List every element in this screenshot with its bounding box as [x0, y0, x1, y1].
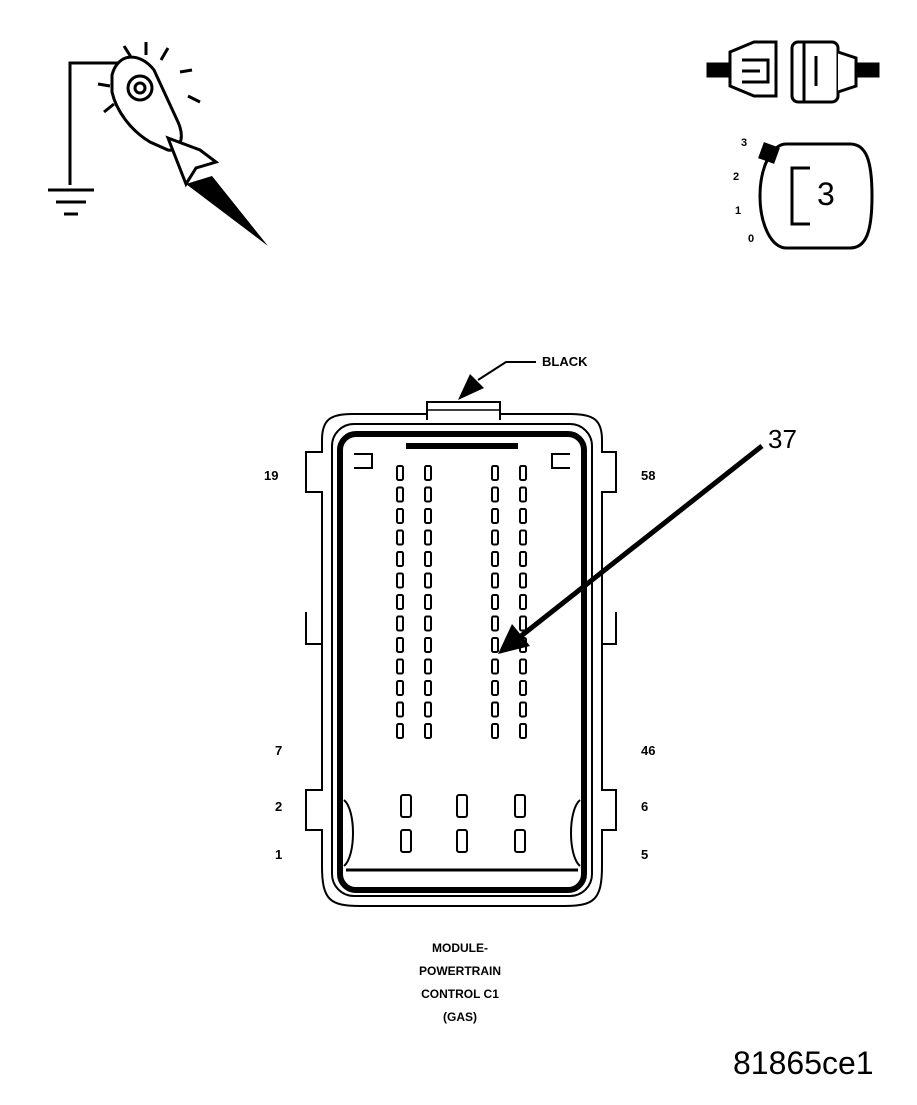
signal-pin-cavity — [424, 594, 432, 610]
signal-pin-cavity — [424, 701, 432, 718]
power-pin-cavity — [400, 829, 412, 853]
signal-pin-cavity — [519, 615, 527, 632]
signal-pin-cavity — [396, 465, 404, 481]
caption-line-3: CONTROL C1 — [421, 987, 499, 1001]
signal-pin-cavity — [396, 508, 404, 524]
signal-pin-cavity — [491, 680, 499, 696]
signal-pin-cavity — [396, 680, 404, 696]
housing-color-label: BLACK — [542, 354, 588, 369]
signal-pin-cavity — [396, 486, 404, 503]
signal-pin-cavity — [424, 529, 432, 546]
power-pin-cavity — [400, 794, 412, 818]
ignition-position-1: 1 — [735, 205, 742, 217]
signal-pin-cavity — [491, 465, 499, 481]
signal-pin-cavity — [519, 723, 527, 739]
black-color-leader — [458, 361, 536, 400]
signal-pin-cavity — [519, 508, 527, 524]
signal-pin-cavity — [396, 723, 404, 739]
ignition-position-2: 2 — [733, 171, 740, 183]
power-pin-cavity — [456, 829, 468, 853]
pin-label-58: 58 — [641, 468, 656, 483]
signal-pin-cavity — [519, 551, 527, 567]
signal-pin-cavity — [424, 486, 432, 503]
signal-pin-cavity — [424, 508, 432, 524]
ignition-selected-position: 3 — [817, 176, 835, 212]
power-pin-cavity — [514, 794, 526, 818]
signal-pin-cavity — [491, 486, 499, 503]
signal-pin-cavity — [519, 486, 527, 503]
signal-pin-cavity — [424, 551, 432, 567]
figure-id: 81865ce1 — [733, 1045, 874, 1081]
signal-pin-cavity — [491, 529, 499, 546]
signal-pin-cavity — [519, 658, 527, 675]
pin-label-6: 6 — [641, 799, 649, 814]
signal-pin-cavity — [396, 701, 404, 718]
pin-callout-label: 37 — [768, 424, 797, 454]
power-pin-cavity — [514, 829, 526, 853]
signal-pin-cavity — [424, 658, 432, 675]
signal-pin-cavity — [491, 658, 499, 675]
signal-pin-cavity — [491, 572, 499, 589]
signal-pin-cavity — [519, 680, 527, 696]
signal-pin-cavity — [424, 680, 432, 696]
ignition-switch-position-3-icon — [758, 142, 874, 250]
signal-pin-cavity — [491, 594, 499, 610]
signal-pin-cavity — [424, 615, 432, 632]
caption-line-4: (GAS) — [443, 1010, 477, 1024]
signal-pin-cavity — [491, 551, 499, 567]
signal-pin-cavity — [491, 637, 499, 653]
signal-pin-cavity — [491, 723, 499, 739]
pin-label-7: 7 — [275, 743, 283, 758]
signal-pin-cavity — [424, 572, 432, 589]
connector-caption: MODULE- POWERTRAIN CONTROL C1 (GAS) — [360, 937, 560, 1029]
pin-label-2: 2 — [275, 799, 283, 814]
pin-label-5: 5 — [641, 847, 649, 862]
signal-pin-cavity — [519, 529, 527, 546]
signal-pin-cavity — [519, 465, 527, 481]
connector-c1-housing — [305, 401, 617, 907]
signal-pin-cavity — [491, 701, 499, 718]
signal-pin-cavity — [424, 723, 432, 739]
disconnect-connector-icon — [706, 40, 880, 104]
signal-pin-cavity — [396, 551, 404, 567]
pin-label-1: 1 — [275, 847, 283, 862]
signal-pin-cavity — [396, 572, 404, 589]
signal-pin-cavity — [396, 615, 404, 632]
signal-pin-cavity — [519, 594, 527, 610]
ignition-position-3: 3 — [741, 137, 748, 149]
test-light-to-ground-icon — [48, 42, 268, 246]
connector-pin-grid — [396, 465, 527, 853]
signal-pin-cavity — [396, 637, 404, 653]
signal-pin-cavity — [424, 465, 432, 481]
signal-pin-cavity — [491, 508, 499, 524]
pin-label-19: 19 — [264, 468, 279, 483]
signal-pin-cavity — [424, 637, 432, 653]
signal-pin-cavity — [396, 529, 404, 546]
signal-pin-cavity — [396, 658, 404, 675]
power-pin-cavity — [456, 794, 468, 818]
signal-pin-cavity — [491, 615, 499, 632]
pin-37-callout-arrow — [498, 444, 764, 654]
signal-pin-cavity — [519, 701, 527, 718]
signal-pin-cavity — [396, 594, 404, 610]
caption-line-2: POWERTRAIN — [419, 964, 501, 978]
pin-label-46: 46 — [641, 743, 656, 758]
signal-pin-cavity — [519, 572, 527, 589]
caption-line-1: MODULE- — [432, 941, 488, 955]
ignition-position-0: 0 — [748, 233, 755, 245]
